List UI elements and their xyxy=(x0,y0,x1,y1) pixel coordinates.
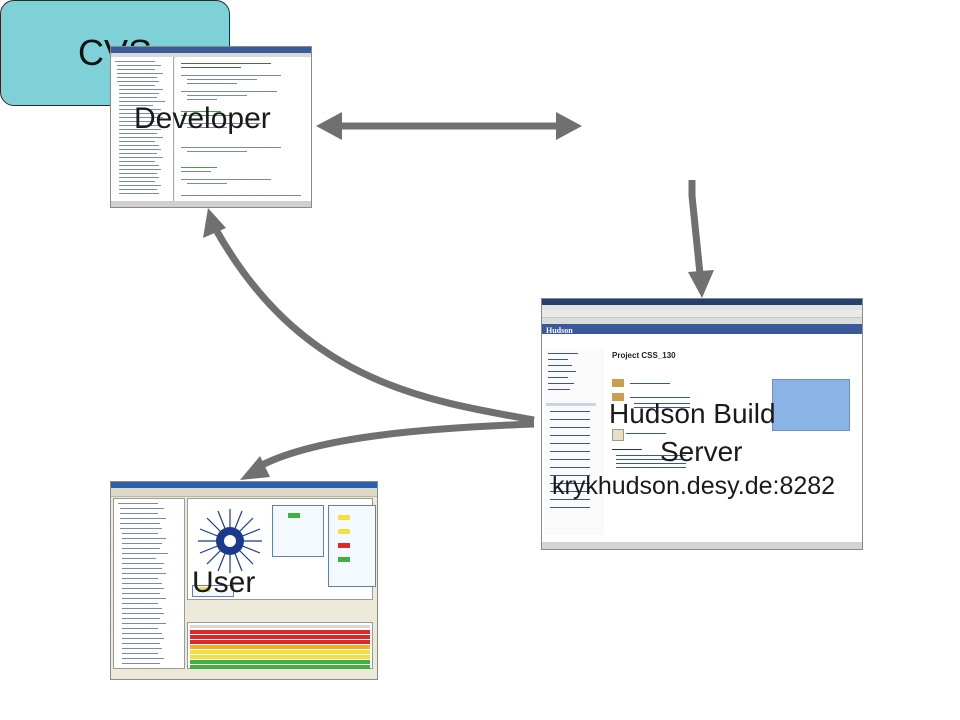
browser-menubar xyxy=(542,305,862,310)
developer-label: Developer xyxy=(134,102,271,135)
arrow-hudson-developer xyxy=(203,208,535,424)
app-alarm-table xyxy=(187,622,373,669)
arrow-hudson-user xyxy=(240,420,535,480)
hudson-main: Project CSS_130 xyxy=(608,349,858,535)
browser-tabs xyxy=(542,318,862,324)
hudson-project-title: Project CSS_130 xyxy=(612,351,676,360)
app-tree-panel xyxy=(113,498,185,669)
browser-statusbar xyxy=(542,542,862,549)
hudson-sidebar xyxy=(544,349,604,535)
browser-titlebar xyxy=(542,299,862,305)
arrow-developer-cvs xyxy=(316,112,582,140)
browser-addressbar xyxy=(542,310,862,318)
test-result-trend-chart xyxy=(772,379,850,431)
arrow-cvs-hudson xyxy=(688,180,714,298)
ide-statusbar xyxy=(111,201,311,207)
hudson-logo: Hudson xyxy=(546,326,573,335)
app-toolbar xyxy=(111,488,377,497)
ide-titlebar xyxy=(111,47,311,53)
ide-code-editor xyxy=(175,57,311,201)
hudson-header: Hudson xyxy=(542,324,862,335)
hudson-label-line2: Server xyxy=(660,436,743,467)
ide-project-tree xyxy=(111,57,174,201)
hudson-screenshot: Hudson Project CSS_130 xyxy=(541,298,863,550)
user-label: User xyxy=(192,566,256,599)
app-synoptic-panel xyxy=(187,498,376,600)
user-application-screenshot xyxy=(110,481,378,680)
hudson-label-line1: Hudson Build xyxy=(609,398,776,429)
hudson-host-label: krykhudson.desy.de:8282 xyxy=(552,472,836,500)
app-titlebar xyxy=(111,482,377,488)
developer-ide-screenshot xyxy=(110,46,312,208)
wind-rose-graphic xyxy=(198,509,262,573)
